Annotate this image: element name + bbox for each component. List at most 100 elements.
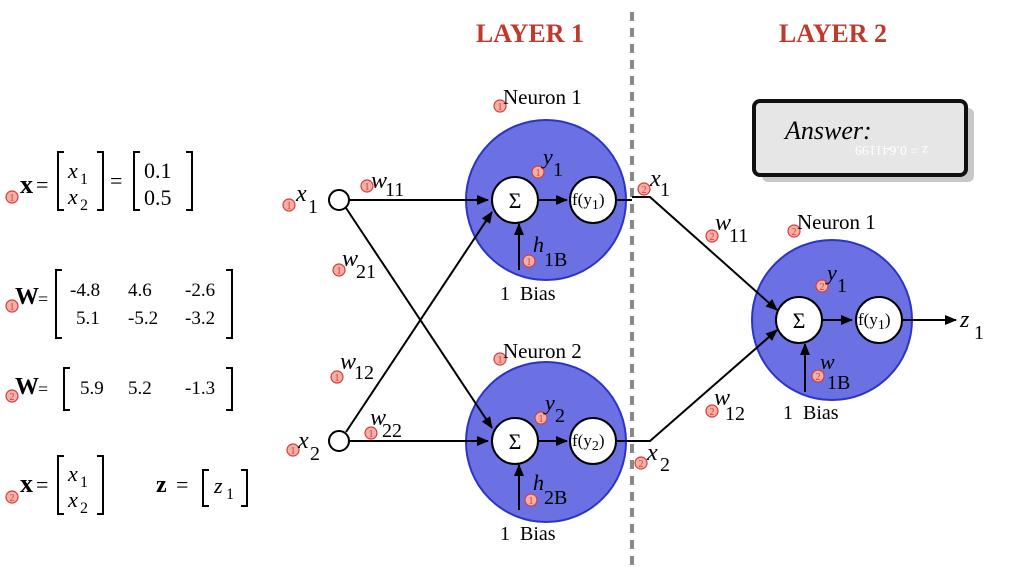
input-node-2	[328, 430, 350, 452]
svg-text:x: x	[67, 461, 78, 486]
svg-text:2: 2	[80, 197, 88, 214]
weight-sub: 12	[725, 403, 745, 425]
svg-text:=: =	[36, 472, 48, 497]
layer-badge	[5, 190, 19, 204]
input-name: x	[295, 181, 307, 207]
bias-weight-sub: 1B	[827, 372, 850, 394]
sum-output-sub: 1	[553, 159, 563, 181]
eq-value: 0.5	[144, 185, 172, 210]
layer-badge-label: 2	[639, 459, 644, 470]
bias-weight-sub: 1B	[544, 249, 567, 271]
layer2-input-sub: 1	[660, 179, 670, 201]
matrix-cell: -5.2	[128, 308, 158, 329]
svg-text:x: x	[67, 184, 78, 209]
edge-w21	[345, 207, 493, 429]
layer2-input-label-2: 2 x 2	[634, 440, 670, 476]
svg-text:=: =	[176, 472, 188, 497]
layer2-title: LAYER 2	[779, 19, 887, 48]
layer-badge-label: 1	[335, 373, 340, 384]
neuron-title: Neuron 1	[797, 210, 876, 234]
weight-sub: 12	[354, 362, 374, 384]
layer-badge-label: 1	[498, 355, 503, 366]
eq-lhs: W	[15, 374, 39, 400]
matrix-cell: -2.6	[185, 280, 215, 301]
output-name: z	[959, 307, 970, 333]
bias-label: 1 Bias	[500, 283, 556, 305]
bias-label: 1 Bias	[783, 402, 839, 424]
weight-label-w21: 1 w 21	[332, 246, 376, 283]
output-label: z 1	[959, 307, 984, 344]
weight-label-l2-w11: 2 w 11	[705, 210, 748, 247]
svg-text:z: z	[213, 473, 223, 498]
sum-output-sub: 2	[555, 405, 565, 427]
weight-sub: 11	[729, 225, 748, 247]
sum-symbol: Σ	[509, 429, 522, 454]
weight-name: w	[340, 349, 356, 375]
edge-w12	[345, 211, 493, 433]
eq-value: 0.1	[144, 158, 172, 183]
bias-label: 1 Bias	[500, 523, 556, 545]
weight-label-w11: 1 w 11	[360, 168, 404, 201]
bias-weight-name: h	[533, 470, 544, 495]
weight-name: w	[342, 246, 358, 272]
answer-value: z = 0.641199	[855, 142, 928, 157]
weight-sub: 21	[356, 261, 376, 283]
svg-text:1: 1	[226, 486, 234, 503]
equation-w-layer1: 1 W = -4.8 4.6 -2.6 5.1 -5.2 -3.2	[5, 269, 233, 339]
layer-badge-label: 2	[820, 282, 825, 293]
layer-badge-label: 2	[642, 185, 647, 196]
layer2-input-sub: 2	[660, 454, 670, 476]
svg-text:=: =	[110, 168, 122, 193]
eq-lhs: z	[156, 472, 167, 498]
svg-text:2: 2	[80, 500, 88, 517]
activation-label: f(y2)	[572, 431, 605, 454]
layer-badge-label: 1	[498, 102, 503, 113]
layer-badge-label: 1	[527, 257, 532, 268]
input-label-1: 1 x 1	[282, 181, 318, 218]
matrix-cell: -1.3	[185, 378, 215, 399]
layer-badge-label: 1	[529, 496, 534, 507]
weight-name: w	[371, 168, 387, 194]
sum-output-name: y	[541, 144, 553, 169]
eq-lhs: x	[20, 469, 33, 498]
input-sub: 2	[310, 443, 320, 465]
layer-badge-label: 1	[536, 168, 541, 179]
layer2-input-name: x	[649, 166, 661, 192]
weight-label-w12: 1 w 12	[330, 349, 374, 384]
layer-badge-label: 1	[369, 429, 374, 440]
input-node-1	[328, 189, 350, 211]
layer-badge-label: 1	[365, 182, 370, 193]
svg-text:x: x	[67, 487, 78, 512]
neuron-title: Neuron 1	[503, 85, 582, 109]
matrix-cell: 5.1	[76, 308, 100, 329]
weight-name: w	[370, 405, 386, 431]
svg-text:1: 1	[80, 171, 88, 188]
answer-box: Answer: z = 0.641199	[752, 99, 974, 182]
weight-sub: 11	[385, 179, 404, 201]
activation-label: f(y1)	[858, 310, 891, 333]
eq-lhs: x	[20, 170, 33, 199]
svg-text:x: x	[67, 158, 78, 183]
layer-badge-label: 1	[291, 446, 296, 457]
matrix-cell: 5.9	[80, 378, 104, 399]
activation-label: f(y1)	[572, 190, 605, 213]
weight-name: w	[714, 385, 730, 411]
layer-badge-label: 1	[287, 201, 292, 212]
layer-badge-label: 2	[792, 227, 797, 238]
input-label-2: 1 x 2	[286, 428, 320, 465]
layer-badge-label: 2	[710, 232, 715, 243]
input-name: x	[297, 428, 309, 454]
weight-label-l2-w12: 2 w 12	[705, 385, 745, 425]
sum-output-sub: 1	[837, 275, 847, 297]
weight-sub: 22	[382, 420, 402, 442]
bias-weight-name: h	[533, 232, 544, 257]
sum-symbol: Σ	[509, 188, 522, 213]
svg-text:=: =	[38, 289, 48, 309]
layer1-title: LAYER 1	[476, 19, 584, 48]
matrix-cell: -3.2	[185, 308, 215, 329]
